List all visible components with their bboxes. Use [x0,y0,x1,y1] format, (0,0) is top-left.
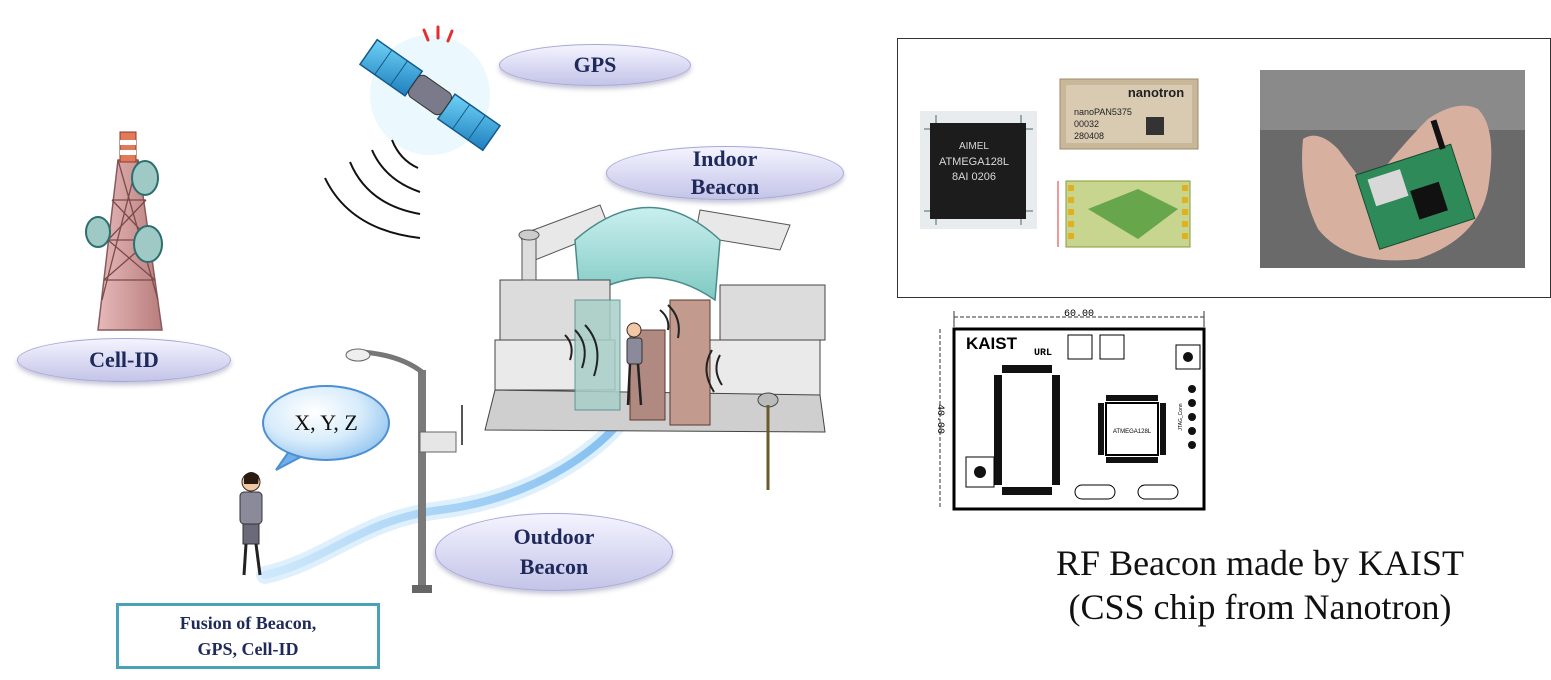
indoor-beacon-label: Indoor Beacon [606,146,844,200]
beacon-caption: RF Beacon made by KAIST (CSS chip from N… [1010,541,1510,629]
coordinates-bubble: X, Y, Z [262,385,390,461]
pcb-width-dimension: 60.00 [1064,309,1094,320]
nanotron-module-line-3: 280408 [1074,131,1104,141]
outdoor-beacon-label: Outdoor Beacon [435,513,673,591]
caption-line-1: RF Beacon made by KAIST [1056,543,1464,583]
atmega-chip-photo: AIMEL ATMEGA128L 8AI 0206 [920,111,1037,229]
cell-tower-icon [85,131,163,331]
indoor-beacon-line-1: Indoor [692,146,758,171]
street-lamp-icon [345,348,463,593]
coordinates-text: X, Y, Z [294,410,358,435]
navigation-path [256,386,649,584]
nanotron-module-line-2: 00032 [1074,119,1099,129]
cell-id-label-text: Cell-ID [89,347,159,372]
outdoor-beacon-line-2: Beacon [519,554,589,579]
indoor-person-icon [626,322,643,406]
indoor-signal-waves [564,304,723,393]
pcb-height-dimension: 40.00 [934,404,945,434]
fusion-line-2: GPS, Cell-ID [197,639,299,659]
person-icon [239,472,263,576]
atmel-brand-text: AIMEL [959,141,989,152]
pcb-main-chip-label: ATMEGA128L [1113,429,1152,435]
atmega-chip-line-2: 8AI 0206 [952,171,996,183]
satellite-icon [358,25,502,155]
pcb-jtag-label: JTAG_Conn [1178,403,1184,430]
gps-label: GPS [499,44,691,86]
gps-label-text: GPS [573,52,617,77]
cell-id-label: Cell-ID [17,338,231,382]
hand-holding-beacon-photo [1260,70,1525,268]
building-icon [484,204,826,490]
nanotron-pcb-photo [1057,180,1191,248]
scene-illustration [85,25,826,593]
pcb-layout-drawing: 60.00 40.00 KAIST URL ATMEGA128L JTAG_Co… [934,309,1206,511]
atmega-chip-line-1: ATMEGA128L [939,156,1009,168]
pcb-kaist-logo: KAIST [966,334,1018,353]
caption-line-2: (CSS chip from Nanotron) [1068,587,1452,627]
indoor-beacon-line-2: Beacon [690,174,760,199]
gps-signal-waves [324,139,421,239]
fusion-box: Fusion of Beacon, GPS, Cell-ID [116,603,380,669]
outdoor-beacon-line-1: Outdoor [513,524,595,549]
nanotron-brand-text: nanotron [1128,85,1184,100]
nanotron-module-line-1: nanoPAN5375 [1074,107,1132,117]
fusion-line-1: Fusion of Beacon, [179,613,317,633]
pcb-url-label: URL [1034,348,1052,359]
hardware-photo-frame: AIMEL ATMEGA128L 8AI 0206 nanotron nanoP… [897,38,1551,298]
nanotron-module-photo: nanotron nanoPAN5375 00032 280408 [1059,78,1199,150]
hardware-photos: AIMEL ATMEGA128L 8AI 0206 nanotron nanoP… [920,70,1525,268]
